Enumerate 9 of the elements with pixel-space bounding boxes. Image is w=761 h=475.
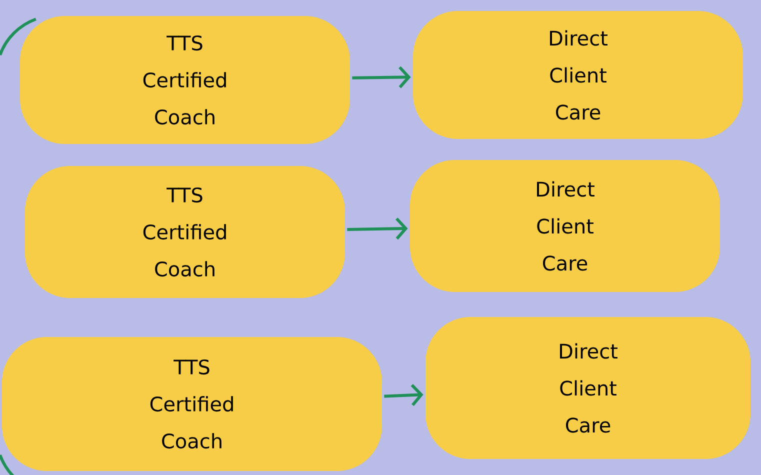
arrow xyxy=(352,66,411,88)
label-blob: Direct Client Care xyxy=(413,11,743,139)
label-blob: TTS Certified Coach xyxy=(25,166,345,298)
label-blob: TTS Certified Coach xyxy=(2,337,382,471)
arrow xyxy=(347,218,408,240)
label-blob: Direct Client Care xyxy=(410,160,720,292)
label-blob: TTS Certified Coach xyxy=(20,16,350,144)
arrow xyxy=(384,384,424,406)
label-blob: Direct Client Care xyxy=(426,317,750,459)
